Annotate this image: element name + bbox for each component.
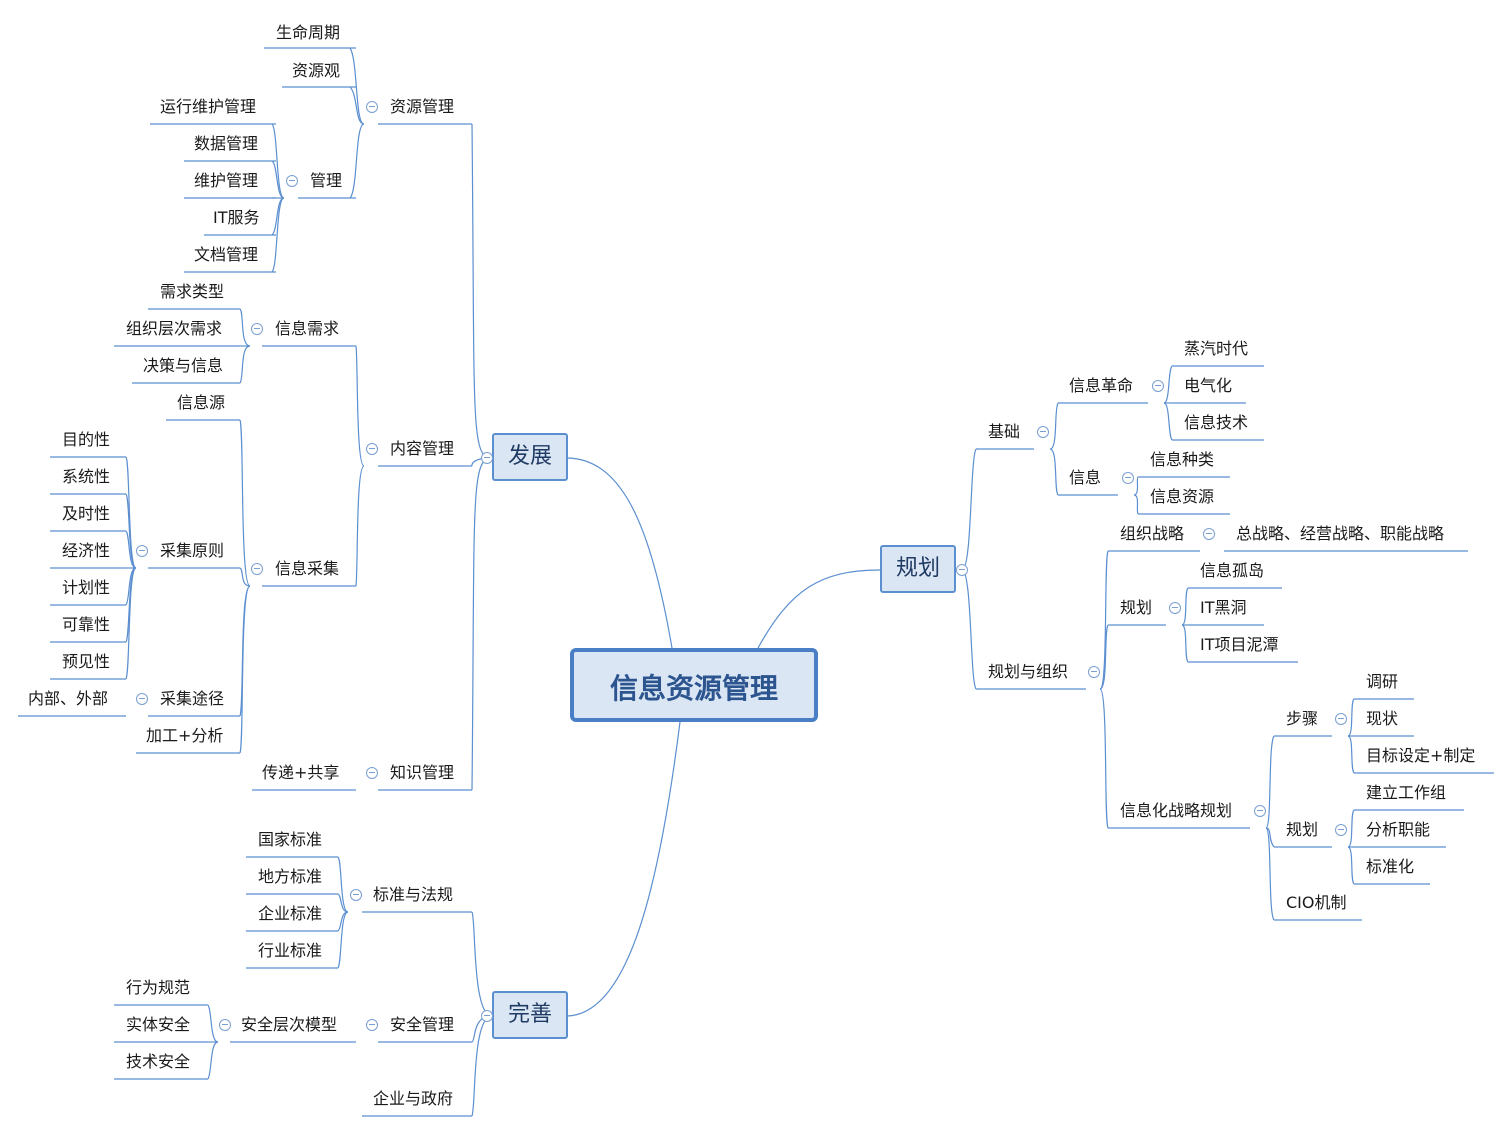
- collapse-icon[interactable]: [136, 545, 148, 557]
- topic-weihu-guanli[interactable]: 维护管理: [194, 171, 259, 190]
- topic-xinxi-caiji[interactable]: 信息采集: [275, 559, 340, 578]
- collapse-icon[interactable]: [350, 889, 362, 901]
- topic-yunxing-weihu[interactable]: 运行维护管理: [160, 97, 257, 116]
- topic-jingji[interactable]: 经济性: [62, 541, 111, 560]
- topic-guanli[interactable]: 管理: [310, 171, 343, 190]
- topic-ziyuan-guan[interactable]: 资源观: [292, 61, 341, 80]
- topic-zuzhi-zhanlue[interactable]: 组织战略: [1120, 524, 1185, 543]
- topic-xinxi-zhonglei[interactable]: 信息种类: [1150, 450, 1215, 469]
- topic-kekao[interactable]: 可靠性: [62, 615, 111, 634]
- topic-shengming-zhouqi[interactable]: 生命周期: [276, 23, 341, 42]
- topic-xinxi-ziyuan[interactable]: 信息资源: [1150, 487, 1215, 506]
- topic-guihua-sub2[interactable]: 规划: [1286, 820, 1319, 839]
- topic-neirong-guanli[interactable]: 内容管理: [390, 439, 455, 458]
- topic-chuandi[interactable]: 传递+共享: [262, 763, 340, 782]
- topic-juece-xinxi[interactable]: 决策与信息: [143, 356, 224, 375]
- collapse-icon[interactable]: [956, 564, 968, 576]
- collapse-icon[interactable]: [1169, 602, 1181, 614]
- topic-xinxi-geming[interactable]: 信息革命: [1069, 376, 1134, 395]
- topic-guihua-sub[interactable]: 规划: [1120, 598, 1153, 617]
- topic-mudi[interactable]: 目的性: [62, 430, 111, 449]
- topic-zhishi-guanli[interactable]: 知识管理: [390, 763, 455, 782]
- collapse-icon[interactable]: [366, 1019, 378, 1031]
- topic-zuzhi-cengci[interactable]: 组织层次需求: [126, 319, 223, 338]
- topic-difang[interactable]: 地方标准: [258, 867, 323, 886]
- topic-mubiao[interactable]: 目标设定+制定: [1366, 746, 1476, 765]
- topic-anquan-guanli[interactable]: 安全管理: [390, 1015, 455, 1034]
- topic-it-fuwu[interactable]: IT服务: [213, 208, 260, 227]
- topic-neibu-waibu[interactable]: 内部、外部: [28, 689, 109, 708]
- collapse-icon[interactable]: [366, 101, 378, 113]
- topic-jishu[interactable]: 技术安全: [126, 1052, 191, 1071]
- collapse-icon[interactable]: [286, 175, 298, 187]
- topic-gongzuozu[interactable]: 建立工作组: [1366, 783, 1447, 802]
- collapse-icon[interactable]: [1037, 426, 1049, 438]
- collapse-icon[interactable]: [1335, 713, 1347, 725]
- topic-jihua[interactable]: 计划性: [62, 578, 111, 597]
- topic-buzhou[interactable]: 步骤: [1286, 709, 1319, 728]
- topic-xitong[interactable]: 系统性: [62, 467, 111, 486]
- topic-heidong[interactable]: IT黑洞: [1200, 598, 1247, 617]
- topic-guojia[interactable]: 国家标准: [258, 830, 323, 849]
- root-topic[interactable]: 信息资源管理: [570, 648, 818, 722]
- collapse-icon[interactable]: [481, 1010, 493, 1022]
- topic-yujian[interactable]: 预见性: [62, 652, 111, 671]
- topic-fenxi[interactable]: 分析职能: [1366, 820, 1431, 839]
- topic-anquan-moxing[interactable]: 安全层次模型: [241, 1015, 338, 1034]
- topic-gudao[interactable]: 信息孤岛: [1200, 561, 1265, 580]
- topic-cio[interactable]: CIO机制: [1286, 893, 1347, 912]
- topic-xianzhuang[interactable]: 现状: [1366, 709, 1399, 728]
- topic-hangye[interactable]: 行业标准: [258, 941, 323, 960]
- branch-fazhan[interactable]: 发展: [492, 433, 568, 481]
- branch-guihua[interactable]: 规划: [880, 545, 956, 593]
- collapse-icon[interactable]: [1254, 805, 1266, 817]
- topic-dianqi[interactable]: 电气化: [1184, 376, 1233, 395]
- collapse-icon[interactable]: [1088, 666, 1100, 678]
- collapse-icon[interactable]: [136, 693, 148, 705]
- topic-zhengqi[interactable]: 蒸汽时代: [1184, 339, 1249, 358]
- collapse-icon[interactable]: [1152, 380, 1164, 392]
- topic-biaozhun-fagui[interactable]: 标准与法规: [373, 885, 454, 904]
- collapse-icon[interactable]: [251, 323, 263, 335]
- collapse-icon[interactable]: [251, 563, 263, 575]
- topic-nitan[interactable]: IT项目泥潭: [1200, 635, 1279, 654]
- topic-shiti[interactable]: 实体安全: [126, 1015, 191, 1034]
- topic-xinxi-xuqiu[interactable]: 信息需求: [275, 319, 340, 338]
- topic-qiye-zhengfu[interactable]: 企业与政府: [373, 1089, 454, 1108]
- collapse-icon[interactable]: [219, 1019, 231, 1031]
- topic-xxh-guihua[interactable]: 信息化战略规划: [1120, 801, 1233, 820]
- topic-xingwei[interactable]: 行为规范: [126, 978, 191, 997]
- collapse-icon[interactable]: [1122, 472, 1134, 484]
- topic-guihua-zuzhi[interactable]: 规划与组织: [988, 662, 1069, 681]
- topic-shuju-guanli[interactable]: 数据管理: [194, 134, 259, 153]
- topic-biaozhunhua[interactable]: 标准化: [1366, 857, 1415, 876]
- topic-jiagong[interactable]: 加工+分析: [146, 726, 224, 745]
- topic-xinxi-yuan[interactable]: 信息源: [177, 393, 226, 412]
- topic-xinxi[interactable]: 信息: [1069, 468, 1102, 487]
- collapse-icon[interactable]: [366, 443, 378, 455]
- topic-jishi[interactable]: 及时性: [62, 504, 111, 523]
- topic-qiye[interactable]: 企业标准: [258, 904, 323, 923]
- branch-wanshan[interactable]: 完善: [492, 991, 568, 1039]
- topic-diaoyan[interactable]: 调研: [1366, 672, 1399, 691]
- topic-caiji-tujing[interactable]: 采集途径: [160, 689, 225, 708]
- collapse-icon[interactable]: [1203, 528, 1215, 540]
- collapse-icon[interactable]: [481, 452, 493, 464]
- topic-ziyuan-guanli[interactable]: 资源管理: [390, 97, 455, 116]
- topic-xuqiu-leixing[interactable]: 需求类型: [160, 282, 225, 301]
- topic-wendang-guanli[interactable]: 文档管理: [194, 245, 259, 264]
- topic-caiji-yuanze[interactable]: 采集原则: [160, 541, 225, 560]
- collapse-icon[interactable]: [1335, 824, 1347, 836]
- topic-zong-zhanlue[interactable]: 总战略、经营战略、职能战略: [1236, 524, 1445, 543]
- collapse-icon[interactable]: [366, 767, 378, 779]
- topic-jichu[interactable]: 基础: [988, 422, 1021, 441]
- topic-xinxi-jishu[interactable]: 信息技术: [1184, 413, 1249, 432]
